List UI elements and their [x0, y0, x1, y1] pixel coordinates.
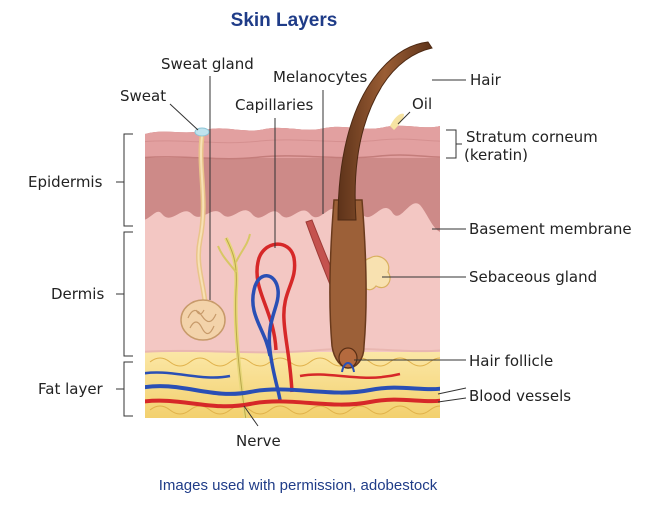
- label-sebaceous-gland: Sebaceous gland: [469, 268, 597, 286]
- label-epidermis: Epidermis: [28, 173, 103, 191]
- label-blood-vessels: Blood vessels: [469, 387, 571, 405]
- label-nerve: Nerve: [236, 432, 281, 450]
- blood-vessel-network: [145, 371, 440, 409]
- label-fat-layer: Fat layer: [38, 380, 104, 398]
- hair-shaft: [337, 41, 433, 221]
- label-keratin: (keratin): [464, 146, 528, 164]
- label-stratum-corneum: Stratum corneum: [466, 128, 598, 146]
- label-capillaries: Capillaries: [235, 96, 313, 114]
- hair-follicle-shape: [329, 199, 367, 369]
- sweat-droplet: [194, 127, 210, 137]
- oil-droplet: [390, 113, 404, 130]
- diagram-title: Skin Layers: [230, 10, 338, 31]
- sweat-gland-coil: [180, 299, 226, 341]
- label-dermis: Dermis: [51, 285, 104, 303]
- image-credit: Images used with permission, adobestock: [158, 477, 438, 494]
- label-hair: Hair: [470, 71, 502, 89]
- stratum-bracket: [446, 129, 462, 159]
- capillary-loops: [251, 242, 297, 401]
- label-melanocytes: Melanocytes: [273, 68, 367, 86]
- leader-lines: [169, 76, 467, 427]
- label-sweat: Sweat: [120, 87, 166, 105]
- layer-brackets: [116, 133, 133, 417]
- label-basement-membrane: Basement membrane: [469, 220, 632, 238]
- label-oil: Oil: [412, 95, 432, 113]
- label-sweat-gland: Sweat gland: [161, 55, 254, 73]
- skin-block: [145, 125, 440, 419]
- label-hair-follicle: Hair follicle: [469, 352, 553, 370]
